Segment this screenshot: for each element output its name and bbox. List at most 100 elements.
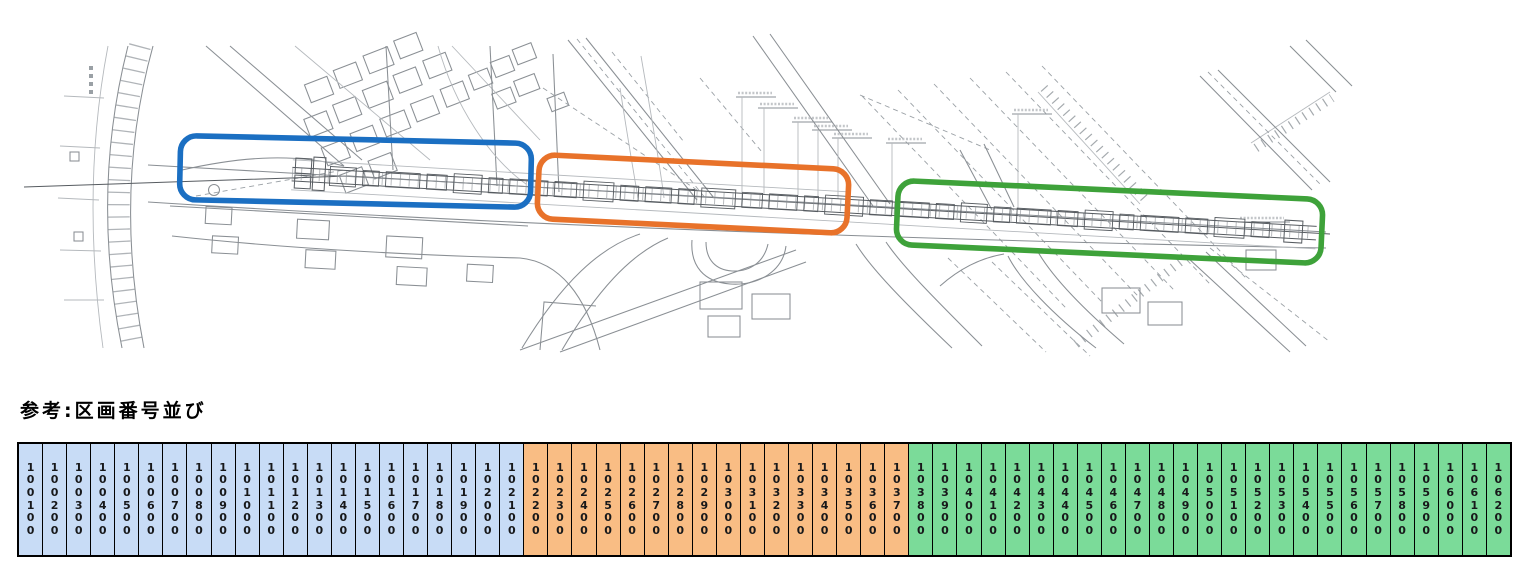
plot-number-cell: 1 0 0 8 0 0 <box>187 444 212 555</box>
plot-number: 1 0 0 2 0 0 <box>50 460 59 537</box>
plot-number: 1 0 4 3 0 0 <box>1037 460 1045 537</box>
plot-number-cell: 1 0 0 2 0 0 <box>43 444 68 555</box>
plot-number: 1 0 0 8 0 0 <box>195 460 203 537</box>
plot-number-cell: 1 0 2 2 0 0 <box>524 444 549 555</box>
plot-number: 1 0 5 7 0 0 <box>1374 460 1382 537</box>
site-plan-linework <box>23 31 1353 357</box>
plot-number: 1 0 2 2 0 0 <box>532 460 540 537</box>
plot-number-cell: 1 0 1 5 0 0 <box>355 444 380 555</box>
plot-number: 1 0 2 5 0 0 <box>604 460 612 537</box>
plot-number: 1 0 0 7 0 0 <box>171 460 179 537</box>
plot-number: 1 0 0 4 0 0 <box>98 460 107 537</box>
building-block <box>204 205 494 287</box>
plot-number-cell: 1 0 0 3 0 0 <box>67 444 92 555</box>
plot-number-cell: 1 0 4 6 0 0 <box>1101 444 1126 555</box>
plot-number-cell: 1 0 3 1 0 0 <box>740 444 765 555</box>
plot-number: 1 0 3 3 0 0 <box>796 460 805 537</box>
plot-number-cell: 1 0 2 6 0 0 <box>620 444 645 555</box>
plot-number: 1 0 5 4 0 0 <box>1302 460 1310 537</box>
plot-number: 1 0 6 2 0 0 <box>1494 460 1503 537</box>
survey-marker-icon <box>207 183 221 197</box>
plot-number-cell: 1 0 5 0 0 0 <box>1198 444 1223 555</box>
reference-label: 参考:区画番号並び <box>20 400 207 422</box>
plot-number-cell: 1 0 3 5 0 0 <box>837 444 862 555</box>
plot-number-cell: 1 0 2 5 0 0 <box>596 444 621 555</box>
plot-number-cell: 1 0 3 4 0 0 <box>813 444 838 555</box>
plot-number: 1 0 5 2 0 0 <box>1253 460 1262 537</box>
plot-number: 1 0 1 9 0 0 <box>459 460 468 537</box>
plot-number: 1 0 1 0 0 0 <box>243 460 251 537</box>
plot-number-cell: 1 0 1 3 0 0 <box>307 444 332 555</box>
plot-number-cell: 1 0 2 9 0 0 <box>692 444 717 555</box>
plot-number: 1 0 3 0 0 0 <box>724 460 733 537</box>
plot-number: 1 0 3 7 0 0 <box>892 460 901 537</box>
plot-number: 1 0 2 9 0 0 <box>700 460 709 537</box>
plot-number-cell: 1 0 0 4 0 0 <box>91 444 116 555</box>
corridor-structures <box>291 156 1317 250</box>
plot-number: 1 0 3 1 0 0 <box>748 460 757 537</box>
plot-number: 1 0 4 8 0 0 <box>1157 460 1166 537</box>
plot-number-cell: 1 0 1 6 0 0 <box>379 444 404 555</box>
plot-number: 1 0 1 8 0 0 <box>435 460 444 537</box>
plot-number: 1 0 5 5 0 0 <box>1326 460 1334 537</box>
plot-number: 1 0 2 7 0 0 <box>652 460 660 537</box>
highlight-section-3 <box>893 178 1326 266</box>
plot-number-cell: 1 0 2 4 0 0 <box>572 444 597 555</box>
plot-number-cell: 1 0 2 0 0 0 <box>476 444 501 555</box>
plot-number-cell: 1 0 4 9 0 0 <box>1174 444 1199 555</box>
plot-number: 1 0 4 0 0 0 <box>965 460 973 537</box>
plot-number: 1 0 4 6 0 0 <box>1109 460 1118 537</box>
plot-number: 1 0 1 5 0 0 <box>363 460 372 537</box>
plot-number-cell: 1 0 6 2 0 0 <box>1486 444 1510 555</box>
plot-number-cell: 1 0 2 1 0 0 <box>500 444 525 555</box>
plot-number-cell: 1 0 4 1 0 0 <box>981 444 1006 555</box>
plot-number: 1 0 3 2 0 0 <box>772 460 781 537</box>
plot-number-cell: 1 0 1 9 0 0 <box>452 444 477 555</box>
plot-number: 1 0 1 2 0 0 <box>291 460 300 537</box>
plot-number-cell: 1 0 4 5 0 0 <box>1077 444 1102 555</box>
plot-number-cell: 1 0 4 3 0 0 <box>1029 444 1054 555</box>
plot-number-cell: 1 0 4 2 0 0 <box>1005 444 1030 555</box>
plot-number-cell: 1 0 5 1 0 0 <box>1222 444 1247 555</box>
plot-number-cell: 1 0 2 7 0 0 <box>644 444 669 555</box>
plot-number-cell: 1 0 0 5 0 0 <box>115 444 140 555</box>
plot-number-cell: 1 0 1 4 0 0 <box>331 444 356 555</box>
plot-number-cell: 1 0 4 8 0 0 <box>1149 444 1174 555</box>
plot-number: 1 0 1 3 0 0 <box>315 460 324 537</box>
plot-number-cell: 1 0 2 3 0 0 <box>548 444 573 555</box>
plot-number-cell: 1 0 5 9 0 0 <box>1414 444 1439 555</box>
plot-number: 1 0 4 1 0 0 <box>989 460 997 537</box>
plot-number-cell: 1 0 5 6 0 0 <box>1342 444 1367 555</box>
plot-number-cell: 1 0 3 0 0 0 <box>716 444 741 555</box>
plot-number-cell: 1 0 3 9 0 0 <box>933 444 958 555</box>
plot-number: 1 0 5 0 0 0 <box>1205 460 1214 537</box>
plot-number: 1 0 2 4 0 0 <box>580 460 588 537</box>
building-block <box>303 31 471 194</box>
plot-number-cell: 1 0 3 2 0 0 <box>764 444 789 555</box>
building-block <box>467 42 570 113</box>
plot-number: 1 0 4 9 0 0 <box>1181 460 1190 537</box>
dimension-callouts <box>736 91 1290 223</box>
plot-number: 1 0 0 6 0 0 <box>147 460 155 537</box>
highlight-section-1 <box>176 133 535 210</box>
plot-number: 1 0 3 9 0 0 <box>941 460 949 537</box>
plot-number-cell: 1 0 3 3 0 0 <box>789 444 814 555</box>
plot-number-cell: 1 0 4 0 0 0 <box>957 444 982 555</box>
plot-number: 1 0 1 6 0 0 <box>387 460 396 537</box>
plot-number: 1 0 4 2 0 0 <box>1013 460 1021 537</box>
plot-number: 1 0 3 4 0 0 <box>820 460 829 537</box>
plot-number-cell: 1 0 4 7 0 0 <box>1125 444 1150 555</box>
plot-number-cell: 1 0 3 6 0 0 <box>861 444 886 555</box>
plot-number: 1 0 1 1 0 0 <box>267 460 275 537</box>
plot-number-cell: 1 0 6 0 0 0 <box>1438 444 1463 555</box>
plot-number-cell: 1 0 5 2 0 0 <box>1246 444 1271 555</box>
plot-number: 1 0 6 0 0 0 <box>1446 460 1455 537</box>
site-plan-drawing <box>23 31 1353 357</box>
plot-number-cell: 1 0 1 1 0 0 <box>259 444 284 555</box>
plot-number: 1 0 4 7 0 0 <box>1133 460 1142 537</box>
plot-number-cell: 1 0 5 4 0 0 <box>1294 444 1319 555</box>
plot-number: 1 0 4 4 0 0 <box>1061 460 1070 537</box>
plot-number-cell: 1 0 1 2 0 0 <box>283 444 308 555</box>
plot-number: 1 0 6 1 0 0 <box>1470 460 1479 537</box>
site-plan-svg <box>23 31 1353 357</box>
